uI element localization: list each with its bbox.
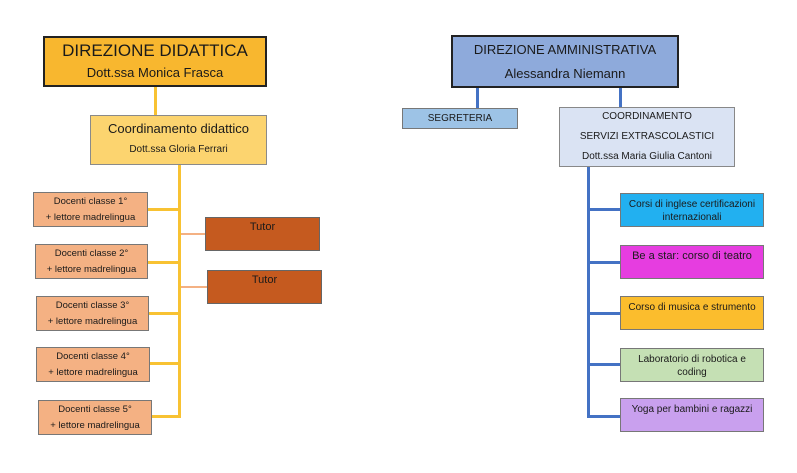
tutor-label: Tutor: [251, 274, 278, 286]
connector-line: [150, 362, 179, 365]
servizio-box: Laboratorio di robotica e coding: [620, 348, 764, 382]
direzione-amministrativa-box: DIREZIONE AMMINISTRATIVA Alessandra Niem…: [451, 35, 679, 88]
servizio-label: Corsi di inglese certificazioni internaz…: [628, 199, 756, 223]
servizio-box: Corsi di inglese certificazioni internaz…: [620, 193, 764, 227]
connector-line: [587, 363, 620, 366]
connector-line: [587, 261, 620, 264]
connector-line: [587, 312, 620, 315]
direzione-amministrativa-name: Alessandra Niemann: [504, 65, 626, 81]
coordinamento-didattico-box: Coordinamento didattico Dott.ssa Gloria …: [90, 115, 267, 165]
tutor-label: Tutor: [249, 221, 276, 233]
connector-line: [587, 415, 620, 418]
docenti-sublabel: + lettore madrelingua: [50, 419, 140, 431]
coordinamento-servizi-title: COORDINAMENTO: [602, 111, 692, 122]
coordinamento-servizi-name: Dott.ssa Maria Giulia Cantoni: [581, 151, 713, 162]
tutor-connector-line: [181, 286, 207, 288]
tutor-box: Tutor: [205, 217, 320, 251]
connector-line: [148, 208, 179, 211]
direzione-didattica-box: DIREZIONE DIDATTICA Dott.ssa Monica Fras…: [43, 36, 267, 87]
docenti-box: Docenti classe 2° + lettore madrelingua: [35, 244, 148, 279]
servizio-box: Corso di musica e strumento: [620, 296, 764, 330]
coordinamento-servizi-subtitle: SERVIZI EXTRASCOLASTICI: [579, 131, 715, 142]
docenti-label: Docenti classe 2°: [54, 247, 129, 259]
connector-line: [619, 88, 622, 107]
docenti-sublabel: + lettore madrelingua: [45, 211, 136, 223]
docenti-box: Docenti classe 4° + lettore madrelingua: [36, 347, 150, 382]
docenti-box: Docenti classe 3° + lettore madrelingua: [36, 296, 149, 331]
direzione-amministrativa-title: DIREZIONE AMMINISTRATIVA: [473, 41, 657, 57]
connector-line: [587, 208, 620, 211]
connector-line: [476, 88, 479, 108]
segreteria-box: SEGRETERIA: [402, 108, 518, 129]
docenti-sublabel: + lettore madrelingua: [46, 263, 137, 275]
docenti-box: Docenti classe 1° + lettore madrelingua: [33, 192, 148, 227]
docenti-label: Docenti classe 3°: [55, 299, 130, 311]
docenti-sublabel: + lettore madrelingua: [48, 366, 138, 378]
docenti-box: Docenti classe 5° + lettore madrelingua: [38, 400, 152, 435]
connector-line: [178, 165, 181, 417]
servizio-label: Laboratorio di robotica e coding: [638, 354, 746, 378]
tutor-box: Tutor: [207, 270, 322, 304]
servizio-box: Yoga per bambini e ragazzi: [620, 398, 764, 432]
docenti-label: Docenti classe 5°: [58, 403, 132, 415]
coordinamento-didattico-title: Coordinamento didattico: [108, 121, 249, 136]
docenti-label: Docenti classe 1°: [53, 195, 128, 207]
docenti-label: Docenti classe 4°: [56, 350, 130, 362]
connector-line: [148, 261, 179, 264]
segreteria-label: SEGRETERIA: [427, 113, 493, 124]
tutor-connector-line: [181, 233, 205, 235]
servizio-box: Be a star: corso di teatro: [620, 245, 764, 279]
servizio-label: Yoga per bambini e ragazzi: [631, 404, 753, 415]
direzione-didattica-name: Dott.ssa Monica Frasca: [86, 64, 224, 80]
connector-line: [587, 167, 590, 418]
connector-line: [154, 87, 157, 115]
connector-line: [152, 415, 181, 418]
coordinamento-servizi-box: COORDINAMENTO SERVIZI EXTRASCOLASTICI Do…: [559, 107, 735, 167]
coordinamento-didattico-name: Dott.ssa Gloria Ferrari: [129, 144, 228, 155]
servizio-label: Corso di musica e strumento: [628, 302, 756, 313]
docenti-sublabel: + lettore madrelingua: [47, 315, 138, 327]
direzione-didattica-title: DIREZIONE DIDATTICA: [62, 40, 248, 60]
servizio-label: Be a star: corso di teatro: [632, 250, 752, 262]
connector-line: [149, 312, 179, 315]
